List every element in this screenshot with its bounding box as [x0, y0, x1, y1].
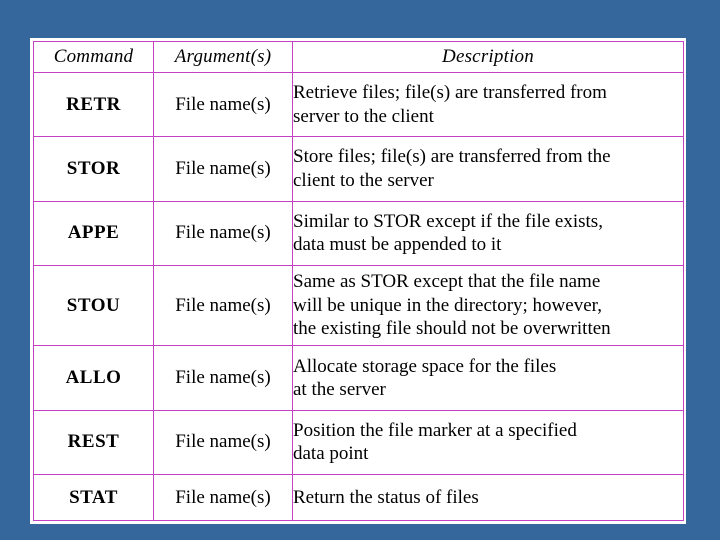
- cell-command: STOR: [33, 136, 154, 202]
- description-line: Allocate storage space for the files: [293, 355, 557, 377]
- header-row: Command Argument(s) Description: [33, 41, 684, 73]
- cell-arguments: File name(s): [153, 200, 293, 266]
- description-line: Retrieve files; file(s) are transferred …: [293, 82, 607, 104]
- cell-command: APPE: [33, 200, 154, 266]
- cell-arguments: File name(s): [153, 345, 293, 411]
- cell-description: Retrieve files; file(s) are transferred …: [292, 71, 684, 138]
- description-line: client to the server: [293, 169, 434, 191]
- cell-command: REST: [33, 409, 154, 476]
- description-line: Similar to STOR except if the file exist…: [293, 210, 603, 232]
- description-line: Position the file marker at a specified: [293, 419, 577, 441]
- cell-command: STAT: [33, 474, 154, 521]
- cell-arguments: File name(s): [153, 136, 293, 202]
- description-line: the existing file should not be overwrit…: [293, 318, 611, 340]
- description-line: will be unique in the directory; however…: [293, 294, 602, 316]
- description-line: at the server: [293, 379, 386, 401]
- cell-arguments: File name(s): [153, 474, 293, 521]
- description-line: Same as STOR except that the file name: [293, 271, 601, 293]
- cell-description: Store files; file(s) are transferred fro…: [292, 136, 684, 202]
- description-line: data point: [293, 443, 369, 465]
- description-line: Return the status of files: [293, 486, 479, 508]
- column-header-arguments: Argument(s): [153, 41, 293, 73]
- cell-command: ALLO: [33, 345, 154, 411]
- cell-command: STOU: [33, 264, 154, 347]
- description-line: Store files; file(s) are transferred fro…: [293, 146, 611, 168]
- cell-description: Similar to STOR except if the file exist…: [292, 200, 684, 266]
- cell-arguments: File name(s): [153, 71, 293, 138]
- cell-description: Return the status of files: [292, 474, 684, 521]
- cell-command: RETR: [33, 71, 154, 138]
- cell-arguments: File name(s): [153, 264, 293, 347]
- description-line: data must be appended to it: [293, 234, 502, 256]
- column-header-command: Command: [33, 41, 154, 73]
- column-header-description: Description: [292, 41, 684, 73]
- description-line: server to the client: [293, 105, 434, 127]
- cell-arguments: File name(s): [153, 409, 293, 476]
- table-header: Command Argument(s) Description: [33, 41, 684, 73]
